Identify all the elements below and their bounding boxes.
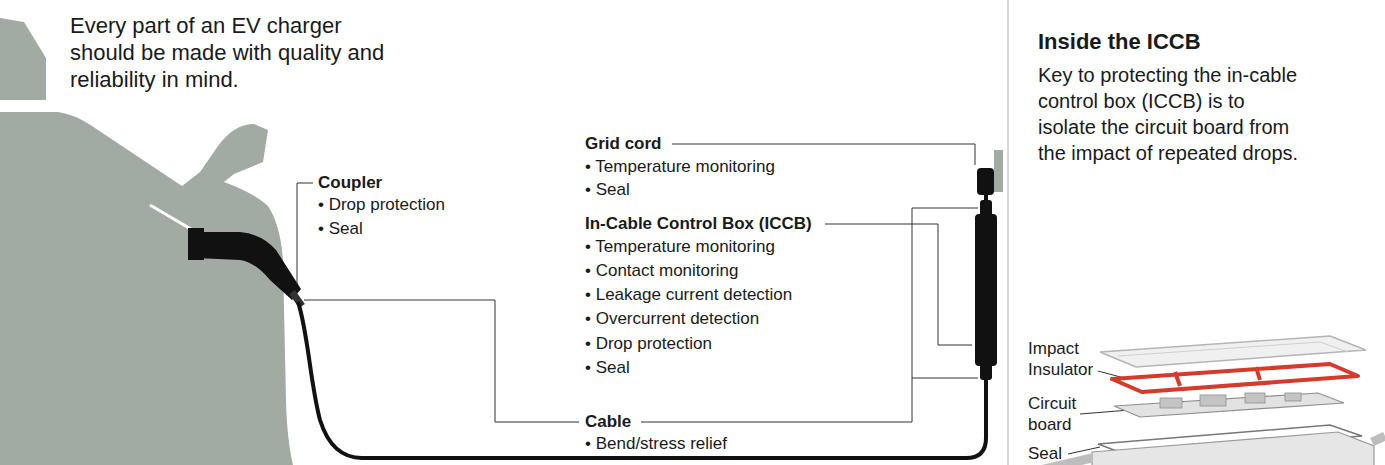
callout-heading: Cable: [585, 412, 631, 432]
car-pillar: [0, 18, 46, 100]
feature-bullet: • Drop protection: [585, 334, 712, 354]
iccb-housing: [1092, 432, 1374, 465]
panel-text: Key to protecting the in-cable control b…: [1038, 62, 1303, 166]
callout-heading: In-Cable Control Box (ICCB): [585, 214, 812, 234]
feature-bullet: • Leakage current detection: [585, 285, 792, 305]
feature-bullet: • Contact monitoring: [585, 261, 738, 281]
panel-divider: [1007, 0, 1009, 465]
impact-insulator: [1112, 364, 1358, 392]
feature-bullet: • Drop protection: [318, 195, 445, 215]
intro-note: Every part of an EV charger should be ma…: [70, 12, 398, 93]
feature-bullet: • Temperature monitoring: [585, 157, 775, 177]
iccb-collar: [980, 200, 992, 216]
grid-cord: [984, 194, 988, 202]
iccb-cover-rim: [1118, 342, 1348, 356]
panel-heading: Inside the ICCB: [1038, 28, 1201, 55]
board-component: [1285, 393, 1301, 401]
iccb-body: [975, 214, 997, 366]
feature-bullet: • Temperature monitoring: [585, 237, 775, 257]
leader-line: [297, 183, 313, 284]
leader-line: [304, 300, 579, 422]
circuit-board: [1114, 393, 1344, 417]
board-component: [1245, 393, 1265, 403]
wall-outlet: [994, 150, 1003, 192]
leader-line: [1080, 410, 1130, 414]
grid-plug: [977, 168, 994, 195]
feature-bullet: • Seal: [585, 358, 630, 378]
charging-cable: [298, 302, 986, 458]
part-name: Seal: [1028, 443, 1062, 464]
part-name: Impact Insulator: [1028, 338, 1108, 380]
feature-bullet: • Overcurrent detection: [585, 309, 759, 329]
leader-line: [825, 224, 972, 345]
board-component: [1200, 395, 1226, 406]
leader-line: [912, 378, 978, 379]
coupler-handle: [196, 232, 301, 300]
feature-bullet: • Seal: [585, 180, 630, 200]
iccb-collar: [980, 364, 992, 380]
housing-cable: [1372, 436, 1385, 442]
part-name: Circuit board: [1028, 393, 1108, 435]
callout-heading: Coupler: [318, 173, 382, 193]
car-body: [0, 112, 293, 465]
feature-bullet: • Bend/stress relief: [585, 434, 727, 454]
callout-heading: Grid cord: [585, 134, 662, 154]
board-component: [1160, 398, 1182, 408]
feature-bullet: • Seal: [318, 219, 363, 239]
